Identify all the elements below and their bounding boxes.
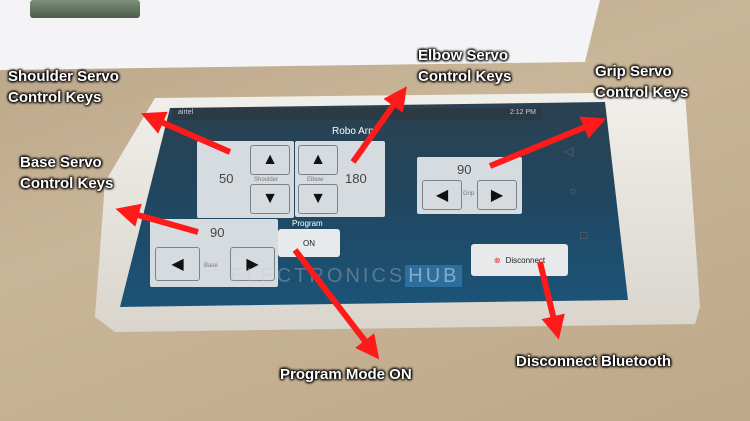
annotation-program: Program Mode ON <box>280 366 412 383</box>
base-value: 90 <box>210 225 225 240</box>
base-right-button[interactable]: ▶ <box>230 247 275 281</box>
annotation-grip: Grip Servo Control Keys <box>595 63 689 101</box>
annotation-elbow: Elbow Servo Control Keys <box>418 47 512 85</box>
app-title: Robo Arm <box>332 126 377 137</box>
grip-left-button[interactable]: ◀ <box>422 180 462 210</box>
grip-panel: 90 ◀ Grip ▶ <box>417 157 522 214</box>
disconnect-button[interactable]: ⊗ Disconnect <box>471 244 568 276</box>
annotation-shoulder: Shoulder Servo Control Keys <box>8 68 119 106</box>
base-label: Base <box>204 263 218 269</box>
shoulder-arrow <box>140 111 232 155</box>
close-circle-icon: ⊗ <box>493 255 501 265</box>
elbow-value: 180 <box>345 171 367 186</box>
home-nav-icon[interactable]: ○ <box>569 184 577 198</box>
disconnect-label: Disconnect <box>505 255 546 265</box>
base-arrow <box>115 203 199 235</box>
status-bar: airtel 2:12 PM <box>172 108 542 120</box>
annotation-base: Base Servo Control Keys <box>20 154 114 192</box>
bluetooth-module <box>30 0 140 18</box>
shoulder-label: Shoulder <box>254 177 279 183</box>
program-label: Program <box>292 219 323 228</box>
shoulder-panel: 50 ▲ Shoulder ▼ <box>197 141 294 218</box>
elbow-label: Elbow <box>307 177 324 183</box>
clock: 2:12 PM <box>509 109 536 116</box>
shoulder-down-button[interactable]: ▼ <box>250 184 290 214</box>
back-nav-icon[interactable]: ◁ <box>564 144 574 158</box>
grip-right-button[interactable]: ▶ <box>477 180 517 210</box>
base-left-button[interactable]: ◀ <box>155 247 200 281</box>
watermark-hub: HUB <box>405 265 463 287</box>
elbow-panel: ▲ Elbow ▼ 180 <box>295 141 385 217</box>
grip-arrow <box>488 116 607 169</box>
shoulder-value: 50 <box>219 171 234 186</box>
program-on-button[interactable]: ON <box>278 229 340 257</box>
elbow-arrow <box>350 86 407 164</box>
annotation-disconnect: Disconnect Bluetooth <box>516 353 672 370</box>
elbow-down-button[interactable]: ▼ <box>298 184 338 214</box>
grip-value: 90 <box>457 162 472 177</box>
grip-label: Grip <box>463 191 475 197</box>
program-arrow <box>292 248 380 360</box>
disconnect-arrow <box>537 261 565 340</box>
base-panel: 90 ◀ Base ▶ <box>150 219 278 287</box>
shoulder-up-button[interactable]: ▲ <box>250 145 290 175</box>
elbow-up-button[interactable]: ▲ <box>298 145 338 175</box>
recent-apps-nav-icon[interactable]: □ <box>580 228 588 242</box>
carrier-label: airtel <box>178 109 194 116</box>
